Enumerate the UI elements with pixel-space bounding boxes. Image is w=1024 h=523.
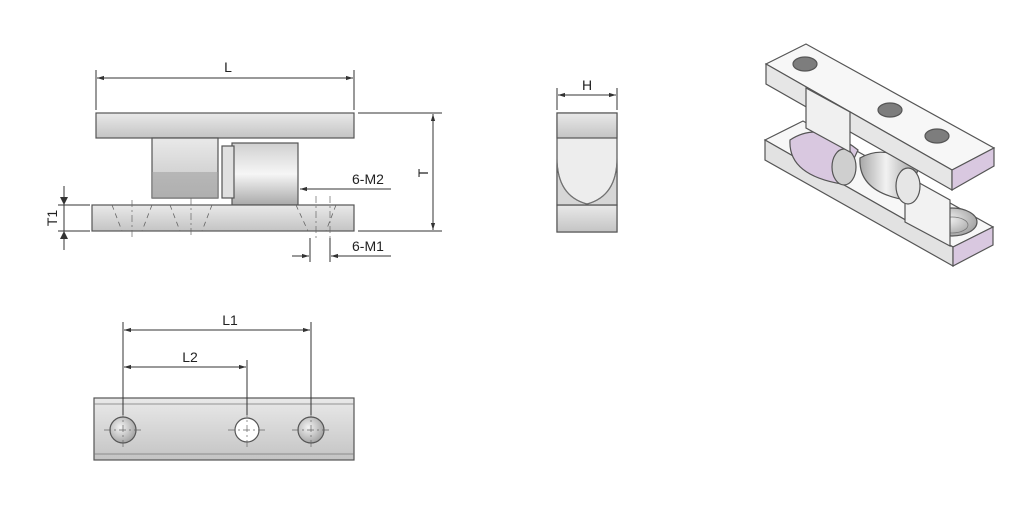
iso-top-hole-1 <box>792 56 818 72</box>
dim-T1-label: T1 <box>44 210 60 227</box>
hidden-hole-3 <box>295 204 337 232</box>
side-top-band <box>556 112 618 139</box>
iso-top-hole-2 <box>877 102 903 118</box>
callout-6-M1: 6-M1 <box>352 238 384 254</box>
iso-bottom-plate-side <box>952 226 994 267</box>
front-barrel <box>231 142 299 206</box>
iso-stem <box>805 86 851 154</box>
front-view: L T T1 6-M2 6-M1 <box>44 59 442 262</box>
side-bottom-band <box>556 204 618 233</box>
dim-L1-label: L1 <box>222 312 238 328</box>
iso-barrel-left-end <box>831 148 857 186</box>
hidden-hole-1 <box>111 204 153 232</box>
callout-6-M2: 6-M2 <box>352 171 384 187</box>
iso-barrel-right-end <box>895 167 921 205</box>
dim-H-label: H <box>582 77 592 93</box>
iso-top-hole-3 <box>924 128 950 144</box>
top-view: L1 L2 <box>93 312 355 461</box>
top-hole-1 <box>104 410 142 450</box>
dim-T-label: T <box>415 168 431 177</box>
dim-L2-label: L2 <box>182 349 198 365</box>
top-hole-2 <box>228 410 266 450</box>
dim-L-label: L <box>224 59 232 75</box>
front-barrel-cap <box>221 145 235 199</box>
front-top-plate <box>95 112 355 139</box>
front-base-plate <box>91 204 355 232</box>
hidden-axis <box>131 196 331 240</box>
iso-top-plate-side <box>951 147 995 192</box>
hidden-hole-2 <box>169 204 213 232</box>
front-stem-shade <box>152 172 218 198</box>
side-view: H <box>556 77 618 233</box>
isometric-view <box>763 43 996 268</box>
top-hole-3 <box>292 410 330 450</box>
